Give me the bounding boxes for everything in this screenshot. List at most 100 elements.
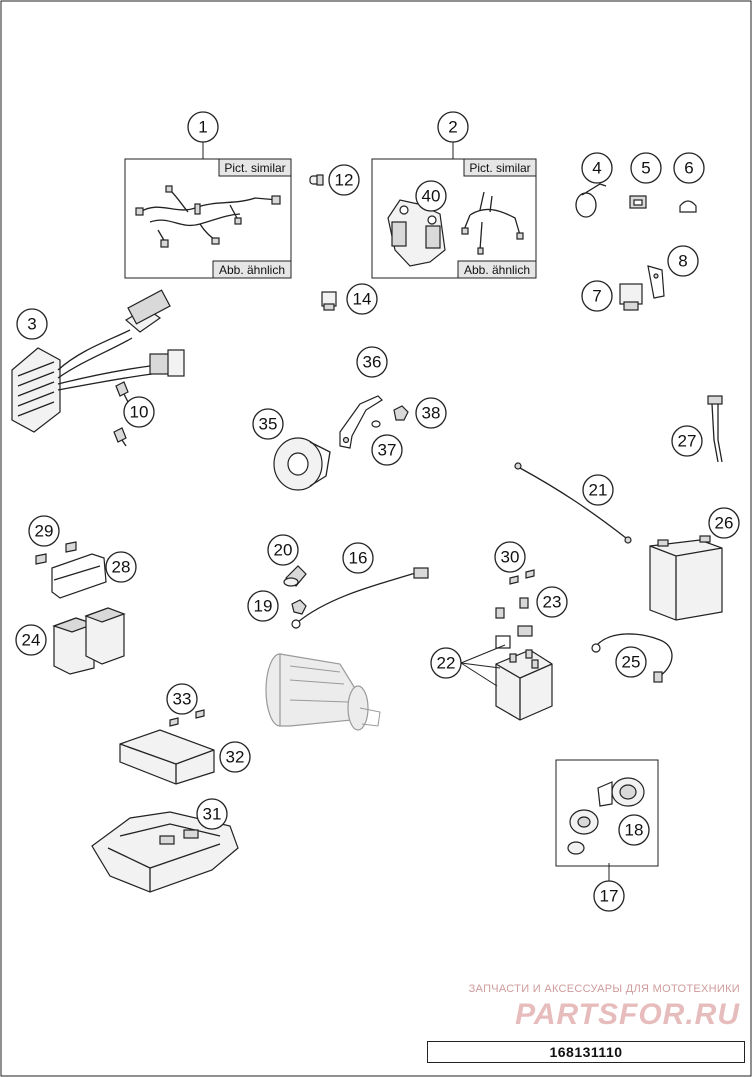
- callout-4: 4: [581, 152, 613, 184]
- svg-text:12: 12: [335, 171, 354, 190]
- svg-text:24: 24: [22, 631, 41, 650]
- wiring-harness-box: Pict. similar Abb. ähnlich: [124, 158, 292, 279]
- callout-20: 20: [267, 534, 299, 566]
- screws: [113, 381, 129, 447]
- leader-lines: [202, 141, 610, 881]
- svg-text:3: 3: [27, 315, 36, 334]
- callout-17: 17: [593, 880, 625, 912]
- svg-text:Abb. ähnlich: Abb. ähnlich: [219, 263, 285, 277]
- callout-6: 6: [673, 152, 705, 184]
- callout-19: 19: [247, 590, 279, 622]
- svg-text:16: 16: [349, 549, 368, 568]
- terminal-cap: [283, 565, 307, 587]
- callout-29: 29: [28, 515, 60, 547]
- callout-10: 10: [123, 396, 155, 428]
- wiring-harness: [135, 185, 281, 248]
- callout-23: 23: [536, 586, 568, 618]
- svg-text:14: 14: [353, 290, 372, 309]
- pict-similar-tag-2: Pict. similar: [463, 158, 537, 177]
- starter-cable: [291, 567, 429, 629]
- fuses: [495, 597, 533, 649]
- relay-pair: [52, 607, 126, 675]
- callout-18: 18: [618, 814, 650, 846]
- cable-tie: [575, 183, 607, 218]
- voltage-regulator: [11, 289, 185, 433]
- harness-kit-box: Pict. similar Abb. ähnlich: [371, 158, 537, 279]
- svg-text:4: 4: [592, 159, 601, 178]
- callout-35: 35: [252, 408, 284, 440]
- callout-12: 12: [328, 164, 360, 196]
- callout-38: 38: [415, 397, 447, 429]
- svg-text:21: 21: [589, 481, 608, 500]
- callout-7: 7: [581, 280, 613, 312]
- svg-text:32: 32: [226, 748, 245, 767]
- starter-relay: [495, 649, 553, 721]
- svg-text:37: 37: [378, 441, 397, 460]
- pict-similar-tag-1: Pict. similar: [218, 158, 292, 177]
- svg-text:40: 40: [422, 187, 441, 206]
- svg-text:30: 30: [501, 548, 520, 567]
- svg-text:26: 26: [715, 514, 734, 533]
- callout-16: 16: [342, 542, 374, 574]
- watermark-subtitle: ЗАПЧАСТИ И АКСЕССУАРЫ ДЛЯ МОТОТЕХНИКИ: [469, 983, 740, 995]
- watermark: ЗАПЧАСТИ И АКСЕССУАРЫ ДЛЯ МОТОТЕХНИКИ PA…: [469, 983, 740, 1031]
- svg-text:25: 25: [622, 653, 641, 672]
- callout-28: 28: [105, 551, 137, 583]
- callout-14: 14: [346, 283, 378, 315]
- svg-text:10: 10: [130, 403, 149, 422]
- callout-22: 22: [430, 647, 462, 679]
- drawing-code: 168131110: [549, 1044, 623, 1060]
- callout-21: 21: [582, 474, 614, 506]
- svg-text:33: 33: [173, 690, 192, 709]
- ground-cable: [591, 633, 673, 683]
- svg-text:29: 29: [35, 522, 54, 541]
- callout-33: 33: [166, 683, 198, 715]
- callout-37: 37: [371, 434, 403, 466]
- starter-motor: [265, 653, 381, 731]
- fuse-puller: [707, 395, 723, 463]
- cable-clip: [629, 195, 647, 209]
- svg-text:23: 23: [543, 593, 562, 612]
- svg-text:19: 19: [254, 597, 273, 616]
- svg-text:Pict. similar: Pict. similar: [469, 161, 530, 175]
- svg-text:2: 2: [448, 118, 457, 137]
- svg-text:22: 22: [437, 654, 456, 673]
- battery: [649, 535, 723, 621]
- washer: [371, 420, 381, 428]
- svg-text:Pict. similar: Pict. similar: [224, 161, 285, 175]
- callout-25: 25: [615, 646, 647, 678]
- callout-27: 27: [671, 425, 703, 457]
- svg-text:6: 6: [684, 159, 693, 178]
- horn-bracket: [339, 395, 383, 449]
- callout-3: 3: [16, 308, 48, 340]
- drawing-code-box: 168131110: [427, 1041, 745, 1063]
- callout-30: 30: [494, 541, 526, 573]
- svg-text:38: 38: [422, 404, 441, 423]
- svg-text:28: 28: [112, 558, 131, 577]
- relay-bracket: [647, 265, 665, 299]
- small-bulb: [309, 174, 324, 186]
- svg-text:35: 35: [259, 415, 278, 434]
- svg-text:18: 18: [625, 821, 644, 840]
- electronics-tray: [91, 811, 239, 893]
- callout-2: 2: [437, 111, 469, 143]
- svg-text:Abb. ähnlich: Abb. ähnlich: [464, 263, 530, 277]
- battery-cable: [514, 462, 632, 544]
- svg-text:7: 7: [592, 287, 601, 306]
- callout-5: 5: [630, 152, 662, 184]
- cable-holder: [679, 200, 697, 213]
- relay-holder: [51, 553, 107, 599]
- svg-text:31: 31: [203, 805, 222, 824]
- terminal-nut: [291, 599, 307, 615]
- svg-text:20: 20: [274, 541, 293, 560]
- svg-text:27: 27: [678, 432, 697, 451]
- callout-40: 40: [415, 180, 447, 212]
- callout-32: 32: [219, 741, 251, 773]
- callout-24: 24: [15, 624, 47, 656]
- callout-36: 36: [356, 346, 388, 378]
- ignition-lock: [567, 777, 645, 855]
- abb-aehnlich-tag-2: Abb. ähnlich: [457, 260, 537, 279]
